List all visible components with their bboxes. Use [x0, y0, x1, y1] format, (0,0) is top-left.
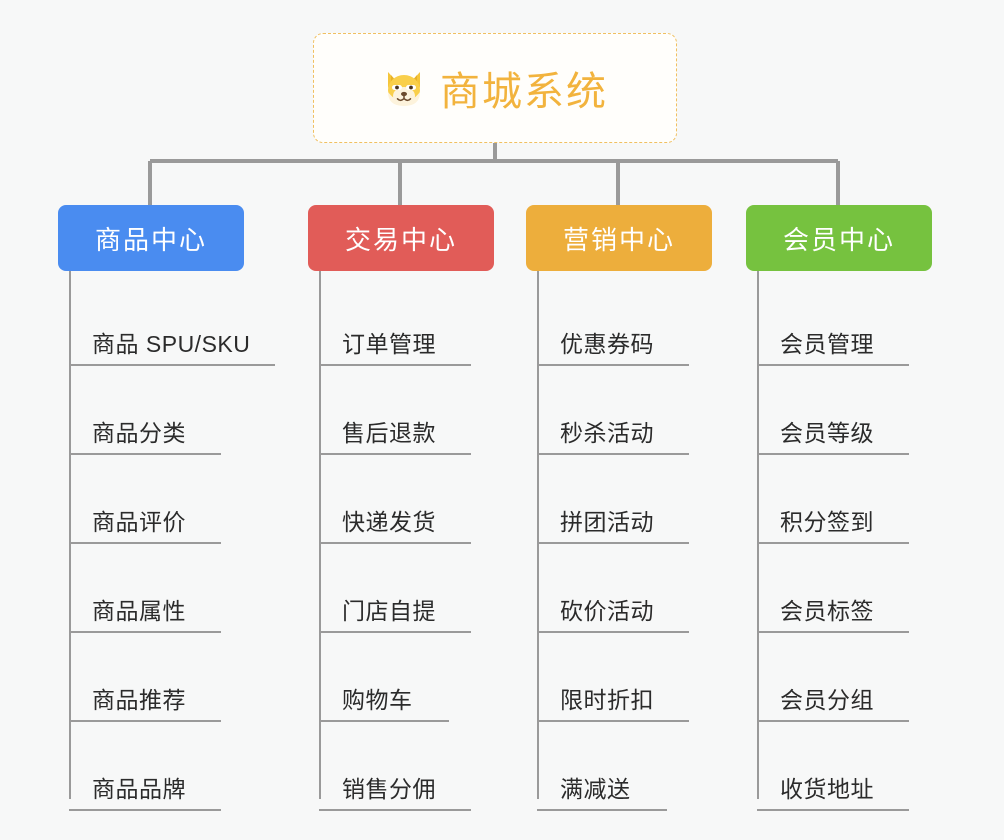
branch-header-label: 营销中心 — [562, 224, 675, 255]
leaf-item[interactable]: 销售分佣 — [308, 722, 494, 811]
leaf-underline — [319, 631, 471, 633]
leaf-item[interactable]: 砍价活动 — [526, 544, 712, 633]
leaf-underline — [757, 809, 909, 811]
leaf-item-label: 订单管理 — [342, 331, 436, 357]
leaf-underline — [537, 453, 689, 455]
leaf-underline — [69, 453, 221, 455]
leaf-item-label: 收货地址 — [780, 776, 874, 802]
leaf-underline — [319, 364, 471, 366]
leaf-underline — [319, 720, 449, 722]
leaf-item[interactable]: 购物车 — [308, 633, 494, 722]
leaf-list-trade: 订单管理 售后退款 快递发货 门店自提 购物车 销售分佣 — [308, 271, 494, 811]
branch-header-product[interactable]: 商品中心 — [58, 205, 244, 271]
leaf-underline — [537, 809, 667, 811]
leaf-item[interactable]: 会员等级 — [746, 366, 932, 455]
leaf-item[interactable]: 满减送 — [526, 722, 712, 811]
branch-column-product: 商品中心 商品 SPU/SKU 商品分类 商品评价 商品属性 商品推荐 — [58, 205, 275, 811]
leaf-item[interactable]: 会员管理 — [746, 277, 932, 366]
leaf-item[interactable]: 秒杀活动 — [526, 366, 712, 455]
shiba-dog-icon — [382, 66, 426, 110]
leaf-item-label: 会员等级 — [780, 420, 874, 446]
leaf-item-label: 购物车 — [342, 687, 413, 713]
branch-column-marketing: 营销中心 优惠券码 秒杀活动 拼团活动 砍价活动 限时折扣 — [526, 205, 712, 811]
leaf-item-label: 优惠券码 — [560, 331, 654, 357]
leaf-underline — [537, 720, 689, 722]
branch-header-label: 会员中心 — [782, 224, 895, 255]
leaf-trunk-line — [319, 271, 321, 799]
leaf-item-label: 商品品牌 — [92, 776, 186, 802]
leaf-item[interactable]: 商品 SPU/SKU — [58, 277, 275, 366]
branch-header-trade[interactable]: 交易中心 — [308, 205, 494, 271]
leaf-item-label: 限时折扣 — [560, 687, 654, 713]
leaf-underline — [319, 453, 471, 455]
leaf-item-label: 商品 SPU/SKU — [92, 331, 251, 357]
leaf-item-label: 会员标签 — [780, 598, 874, 624]
leaf-item[interactable]: 门店自提 — [308, 544, 494, 633]
branch-header-marketing[interactable]: 营销中心 — [526, 205, 712, 271]
leaf-item[interactable]: 优惠券码 — [526, 277, 712, 366]
branch-header-label: 商品中心 — [94, 224, 207, 255]
leaf-item[interactable]: 商品品牌 — [58, 722, 244, 811]
leaf-item[interactable]: 会员标签 — [746, 544, 932, 633]
leaf-item-label: 秒杀活动 — [560, 420, 654, 446]
branch-column-trade: 交易中心 订单管理 售后退款 快递发货 门店自提 购物车 — [308, 205, 494, 811]
leaf-underline — [69, 631, 221, 633]
leaf-item[interactable]: 商品属性 — [58, 544, 244, 633]
leaf-list-product: 商品 SPU/SKU 商品分类 商品评价 商品属性 商品推荐 商品品牌 — [58, 271, 275, 811]
leaf-item[interactable]: 商品推荐 — [58, 633, 244, 722]
root-node[interactable]: 商城系统 — [313, 33, 677, 143]
leaf-item-label: 门店自提 — [342, 598, 436, 624]
leaf-item-label: 商品分类 — [92, 420, 186, 446]
leaf-underline — [757, 364, 909, 366]
branch-header-label: 交易中心 — [344, 224, 457, 255]
leaf-item[interactable]: 商品分类 — [58, 366, 244, 455]
leaf-item-label: 商品属性 — [92, 598, 186, 624]
leaf-underline — [69, 364, 275, 366]
leaf-item-label: 商品推荐 — [92, 687, 186, 713]
leaf-underline — [319, 542, 471, 544]
leaf-trunk-line — [69, 271, 71, 799]
leaf-underline — [757, 542, 909, 544]
leaf-underline — [537, 631, 689, 633]
leaf-underline — [69, 542, 221, 544]
leaf-item[interactable]: 订单管理 — [308, 277, 494, 366]
leaf-trunk-line — [537, 271, 539, 799]
root-title: 商城系统 — [440, 70, 608, 114]
leaf-item[interactable]: 积分签到 — [746, 455, 932, 544]
leaf-item-label: 满减送 — [560, 776, 631, 802]
leaf-underline — [757, 631, 909, 633]
leaf-underline — [69, 809, 221, 811]
leaf-item-label: 砍价活动 — [560, 598, 654, 624]
leaf-item[interactable]: 限时折扣 — [526, 633, 712, 722]
leaf-item[interactable]: 收货地址 — [746, 722, 932, 811]
leaf-item[interactable]: 会员分组 — [746, 633, 932, 722]
branch-column-member: 会员中心 会员管理 会员等级 积分签到 会员标签 会员分组 — [746, 205, 932, 811]
leaf-item-label: 会员分组 — [780, 687, 874, 713]
leaf-underline — [537, 542, 689, 544]
leaf-item-label: 快递发货 — [342, 509, 436, 535]
leaf-item[interactable]: 售后退款 — [308, 366, 494, 455]
leaf-item-label: 商品评价 — [92, 509, 186, 535]
leaf-item[interactable]: 商品评价 — [58, 455, 244, 544]
leaf-underline — [69, 720, 221, 722]
leaf-item-label: 销售分佣 — [342, 776, 436, 802]
leaf-underline — [757, 453, 909, 455]
leaf-underline — [537, 364, 689, 366]
branch-header-member[interactable]: 会员中心 — [746, 205, 932, 271]
leaf-item-label: 会员管理 — [780, 331, 874, 357]
leaf-list-member: 会员管理 会员等级 积分签到 会员标签 会员分组 收货地址 — [746, 271, 932, 811]
leaf-underline — [319, 809, 471, 811]
leaf-underline — [757, 720, 909, 722]
leaf-item[interactable]: 快递发货 — [308, 455, 494, 544]
leaf-item-label: 拼团活动 — [560, 509, 654, 535]
leaf-item-label: 积分签到 — [780, 509, 874, 535]
leaf-item[interactable]: 拼团活动 — [526, 455, 712, 544]
leaf-item-label: 售后退款 — [342, 420, 436, 446]
leaf-trunk-line — [757, 271, 759, 799]
leaf-list-marketing: 优惠券码 秒杀活动 拼团活动 砍价活动 限时折扣 满减送 — [526, 271, 712, 811]
